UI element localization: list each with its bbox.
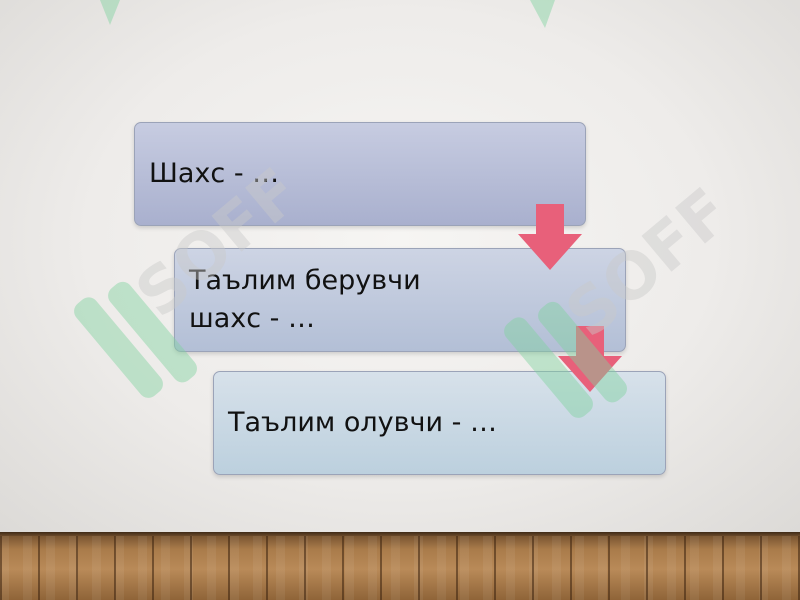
- step-label-learner: Таълим олувчи - …: [228, 407, 497, 438]
- step-label-educator: Таълим берувчи шахс - …: [189, 265, 421, 334]
- wooden-floor: [0, 532, 800, 600]
- down-arrow-icon: [558, 326, 622, 392]
- step-label-person: Шахс - …: [149, 158, 280, 189]
- step-box-person: Шахс - …: [134, 122, 586, 226]
- step-box-educator: Таълим берувчи шахс - …: [174, 248, 626, 352]
- down-arrow-icon: [518, 204, 582, 270]
